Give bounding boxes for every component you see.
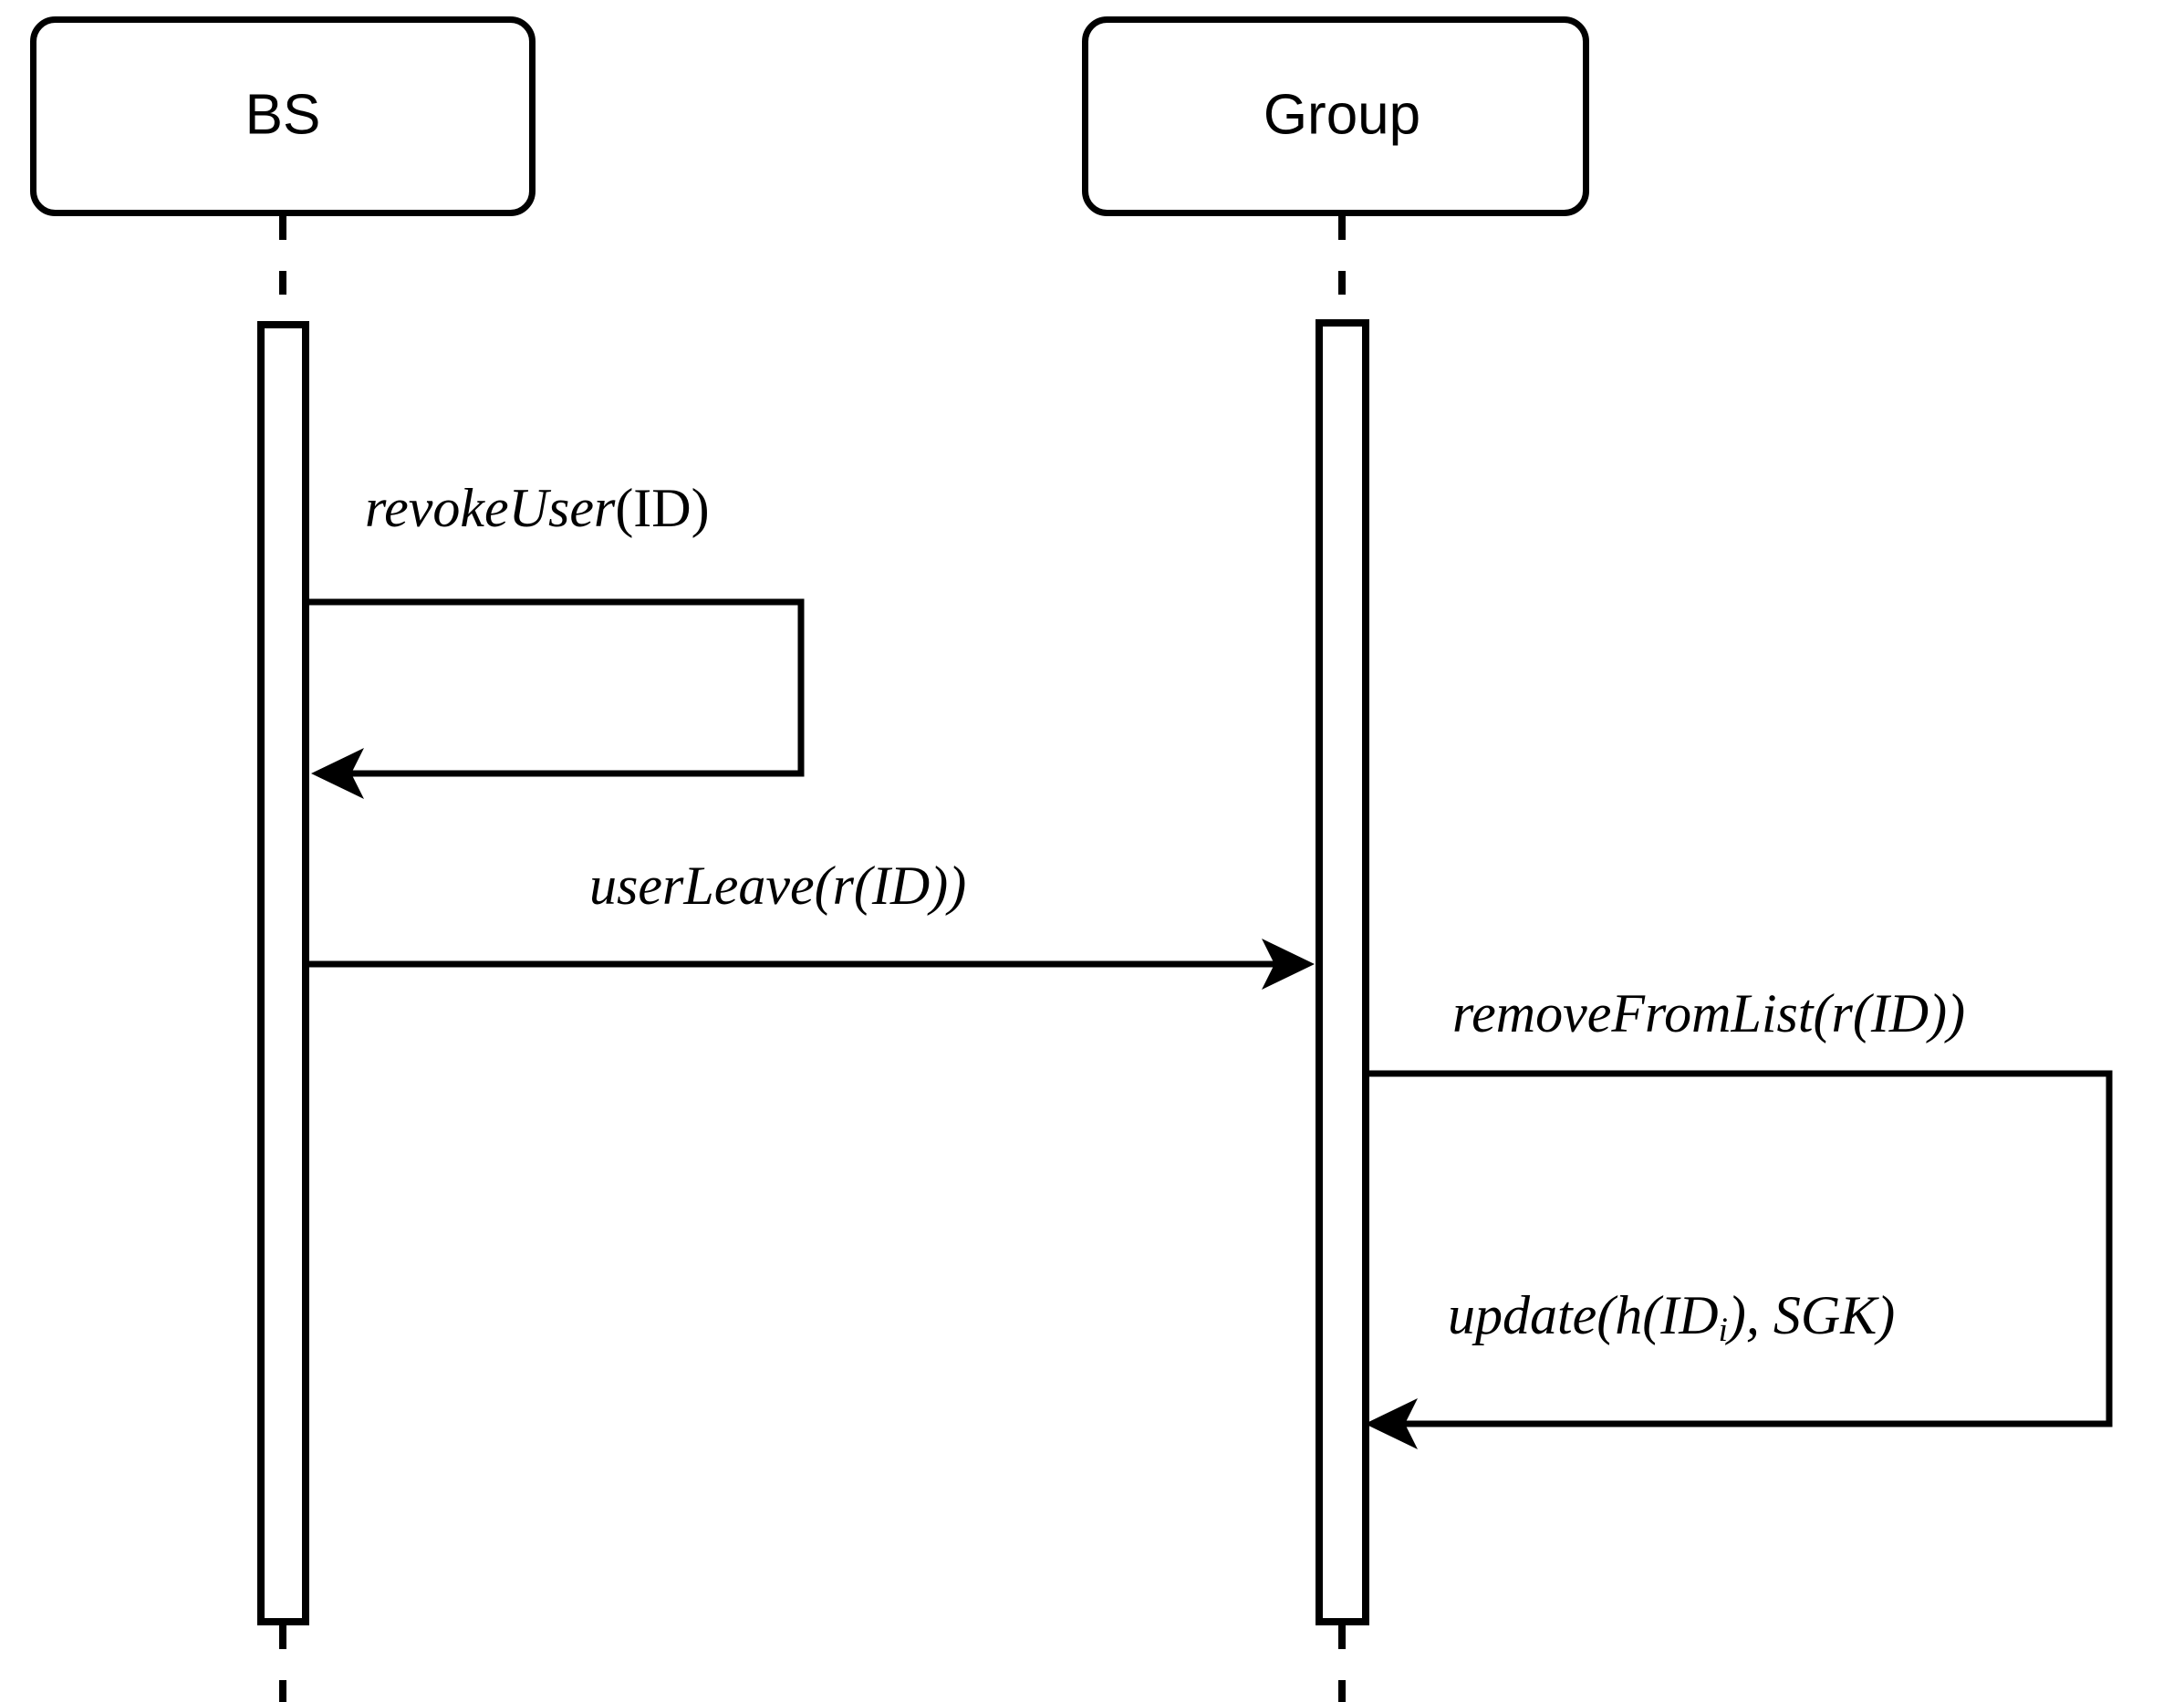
participant-label-group: Group bbox=[1264, 83, 1420, 146]
message-label-remove-from-list: removeFromList(r(ID)) bbox=[1452, 986, 1965, 1041]
message-label-remove-from-list-text: removeFromList(r(ID)) bbox=[1452, 983, 1966, 1043]
message-label-update-tail: ), SGK) bbox=[1727, 1285, 1896, 1345]
message-label-revoke-user-args: (ID) bbox=[615, 478, 710, 538]
message-label-user-leave-text: userLeave(r(ID)) bbox=[589, 856, 967, 916]
participant-group[interactable]: Group bbox=[1082, 16, 1589, 1702]
message-revoke-user-path bbox=[309, 598, 805, 777]
message-label-update: update(h(IDi), SGK) bbox=[1448, 1288, 1895, 1347]
message-user-leave[interactable] bbox=[309, 939, 1315, 990]
message-label-revoke-user-name: revokeUser bbox=[365, 478, 616, 538]
message-remove-from-list-path bbox=[1369, 1070, 2113, 1427]
message-revoke-user-arrowhead bbox=[311, 748, 364, 799]
participant-label-bs: BS bbox=[245, 83, 321, 146]
activation-bar-bs[interactable] bbox=[257, 321, 309, 1625]
message-label-update-subscript: i bbox=[1718, 1312, 1728, 1350]
message-label-revoke-user: revokeUser(ID) bbox=[365, 481, 710, 535]
message-user-leave-arrowhead bbox=[1262, 939, 1315, 990]
message-update-arrowhead bbox=[1365, 1398, 1418, 1449]
participant-box-group[interactable] bbox=[1082, 16, 1589, 216]
message-revoke-user[interactable] bbox=[309, 598, 805, 799]
participant-bs[interactable]: BS bbox=[30, 16, 536, 1702]
message-label-user-leave: userLeave(r(ID)) bbox=[589, 858, 966, 913]
message-remove-from-list[interactable] bbox=[1365, 1070, 2113, 1449]
message-label-update-head: update(h(ID bbox=[1448, 1285, 1719, 1345]
participant-box-bs[interactable] bbox=[30, 16, 536, 216]
activation-bar-group[interactable] bbox=[1316, 319, 1369, 1625]
